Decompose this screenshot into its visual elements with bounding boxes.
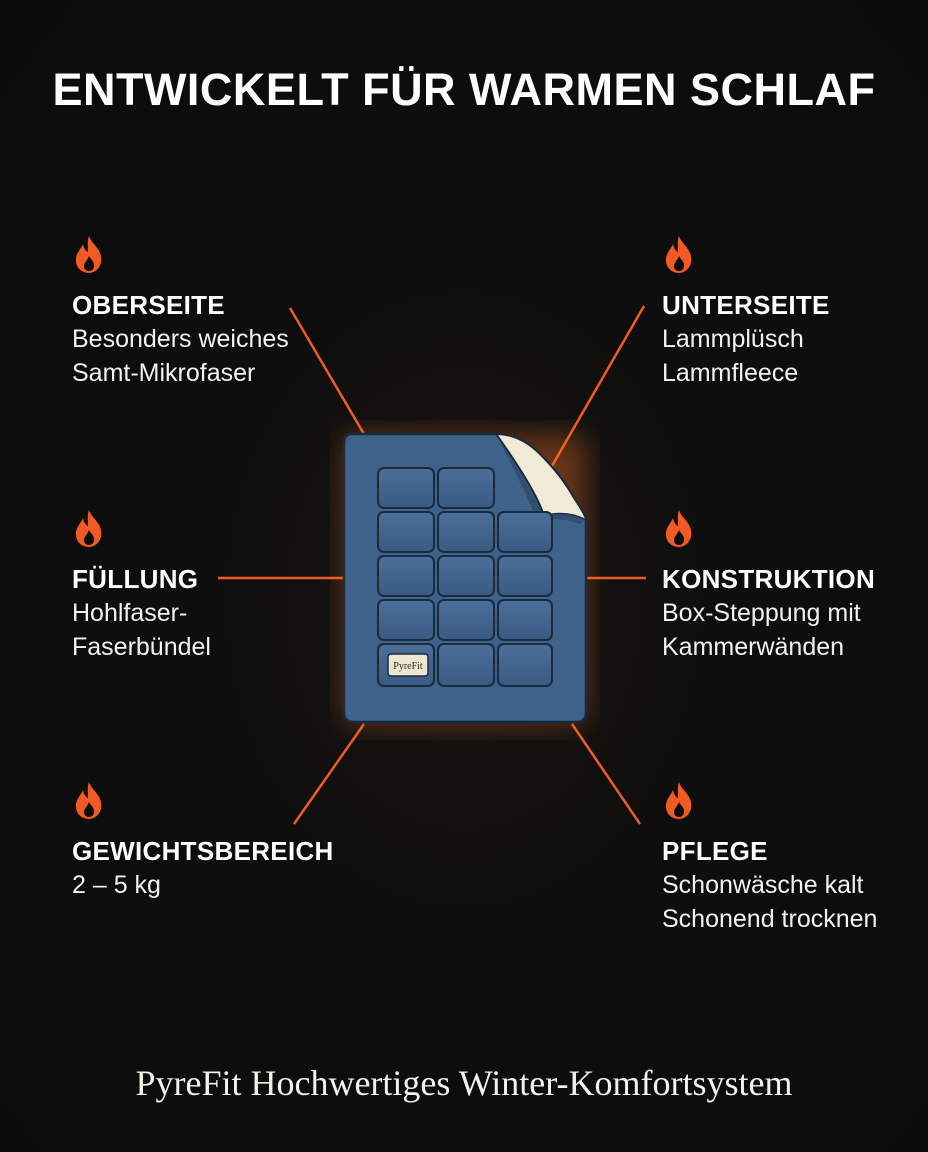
page-title: ENTWICKELT FÜR WARMEN SCHLAF bbox=[52, 64, 876, 115]
feature-title: UNTERSEITE bbox=[662, 290, 830, 320]
feature-unterseite: UNTERSEITE Lammplüsch Lammfleece bbox=[662, 234, 830, 390]
blanket-illustration: PyreFit bbox=[342, 432, 588, 724]
flame-icon bbox=[665, 782, 692, 819]
feature-title: KONSTRUKTION bbox=[662, 564, 876, 594]
feature-line: 2 – 5 kg bbox=[72, 871, 161, 899]
feature-title: GEWICHTSBEREICH bbox=[72, 836, 334, 866]
feature-title: OBERSEITE bbox=[72, 290, 225, 320]
connector-gewichtsbereich bbox=[292, 723, 366, 825]
quilt-boxes bbox=[377, 467, 553, 687]
feature-line: Lammfleece bbox=[662, 359, 799, 387]
feature-line: Box-Steppung mit bbox=[662, 599, 861, 627]
brand-label-text: PyreFit bbox=[393, 661, 423, 672]
feature-line: Faserbündel bbox=[72, 633, 211, 661]
flame-icon bbox=[665, 236, 692, 273]
feature-line: Schonend trocknen bbox=[662, 905, 878, 933]
feature-line: Hohlfaser- bbox=[72, 599, 188, 627]
brand-label-patch bbox=[387, 653, 429, 677]
feature-line: Kammerwänden bbox=[662, 633, 845, 661]
feature-title: FÜLLUNG bbox=[72, 564, 199, 594]
fleece-corner-icon bbox=[494, 432, 588, 522]
feature-line: Lammplüsch bbox=[662, 325, 804, 353]
flame-icon bbox=[75, 782, 102, 819]
footer-tagline: PyreFit Hochwertiges Winter-Komfortsyste… bbox=[135, 1063, 793, 1103]
feature-line: Samt-Mikrofaser bbox=[72, 359, 256, 387]
feature-line: Besonders weiches bbox=[72, 325, 289, 353]
flame-icon bbox=[75, 236, 102, 273]
feature-gewichtsbereich: GEWICHTSBEREICH 2 – 5 kg bbox=[72, 780, 334, 902]
feature-konstruktion: KONSTRUKTION Box-Steppung mit Kammerwänd… bbox=[662, 508, 875, 664]
flame-icon bbox=[665, 510, 692, 547]
feature-line: Schonwäsche kalt bbox=[662, 871, 864, 899]
feature-oberseite: OBERSEITE Besonders weiches Samt-Mikrofa… bbox=[72, 234, 289, 390]
feature-title: PFLEGE bbox=[662, 836, 768, 866]
feature-fuellung: FÜLLUNG Hohlfaser- Faserbündel bbox=[72, 508, 211, 664]
connector-pflege bbox=[570, 723, 642, 825]
feature-pflege: PFLEGE Schonwäsche kalt Schonend trockne… bbox=[662, 780, 877, 936]
flame-icon bbox=[75, 510, 102, 547]
